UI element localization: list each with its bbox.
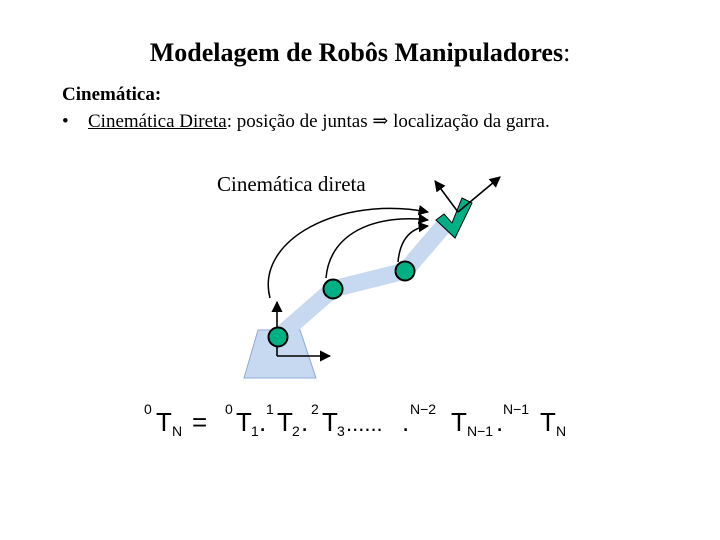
equals-sign: =: [192, 407, 207, 437]
joint-1: [267, 326, 289, 348]
link-2: [330, 262, 408, 298]
bullet-item: •Cinemática Direta: posição de juntas ⇒ …: [62, 110, 550, 133]
t1-T: T: [236, 407, 252, 437]
lhs-T: T: [156, 407, 172, 437]
dot-3: .: [402, 407, 409, 437]
t5-subscript: N: [556, 423, 566, 439]
t2-superscript: 1: [266, 401, 274, 417]
chain-arc-middle: [325, 213, 430, 279]
bullet-symbol: •: [62, 111, 69, 132]
t3-subscript: 3: [337, 423, 345, 439]
dot-4: .: [496, 407, 503, 437]
slide-title-colon: :: [563, 38, 571, 67]
slide-title: Modelagem de Robôs Manipuladores:: [0, 38, 720, 68]
t5-T: T: [540, 407, 556, 437]
dot-1: .: [259, 407, 266, 437]
implies-arrow: ⇒: [372, 111, 389, 132]
t4-T: T: [451, 407, 467, 437]
diagram-label: Cinemática direta: [217, 172, 366, 196]
tool-frame-axis-1: [434, 180, 459, 213]
t4-superscript: N−2: [410, 401, 436, 417]
bullet-term: Cinemática Direta: [88, 111, 227, 132]
bullet-colon: :: [226, 111, 233, 132]
t3-superscript: 2: [311, 401, 319, 417]
t4-subscript: N−1: [467, 423, 493, 439]
bullet-text-after: localização da garra.: [388, 111, 550, 132]
lhs-superscript: 0: [144, 401, 152, 417]
link-1: [272, 282, 339, 344]
ellipsis: ......: [346, 411, 383, 436]
dot-2: .: [301, 407, 308, 437]
tool-frame-axis-2: [457, 176, 501, 213]
joint-2: [322, 278, 344, 300]
t3-T: T: [322, 407, 338, 437]
t5-superscript: N−1: [503, 401, 529, 417]
section-heading: Cinemática:: [62, 84, 162, 105]
chain-arc-outer: [267, 205, 430, 299]
t1-subscript: 1: [251, 423, 259, 439]
t2-T: T: [277, 407, 293, 437]
t2-subscript: 2: [292, 423, 300, 439]
slide-title-text: Modelagem de Robôs Manipuladores: [149, 38, 564, 67]
joint-3: [394, 260, 416, 282]
chain-arc-inner: [397, 221, 430, 263]
bullet-text-before: posição de juntas: [232, 111, 373, 132]
t1-superscript: 0: [225, 401, 233, 417]
lhs-subscript: N: [172, 423, 182, 439]
link-3: [398, 216, 454, 277]
